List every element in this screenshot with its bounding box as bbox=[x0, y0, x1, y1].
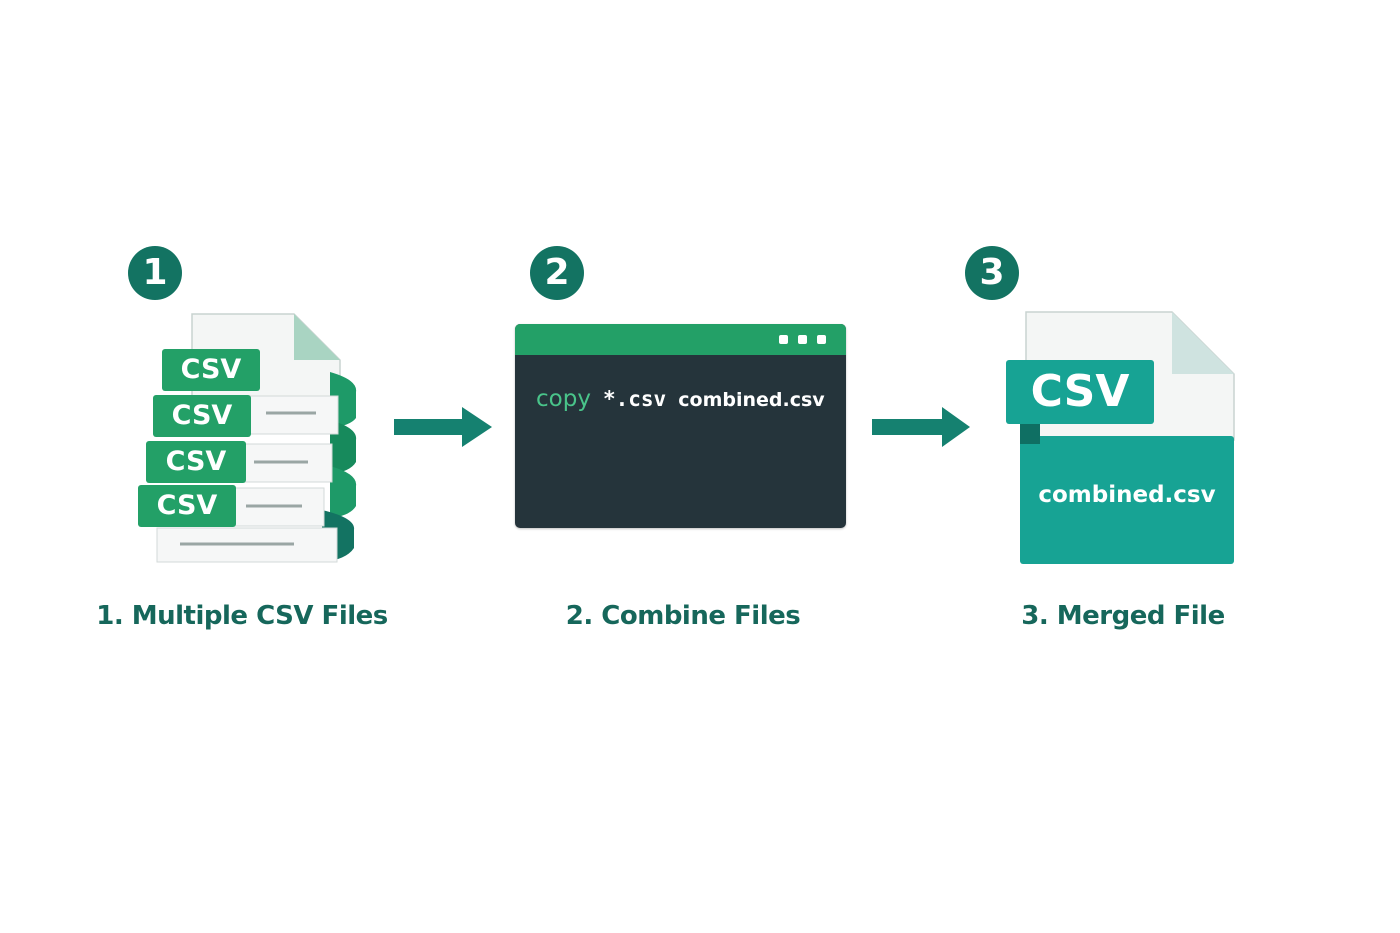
csv-tag-label: CSV bbox=[171, 400, 233, 431]
csv-file-icon bbox=[1006, 311, 1235, 564]
command-pattern: *.csv bbox=[602, 387, 667, 411]
window-dot-icon bbox=[798, 335, 807, 344]
command-output: combined.csv bbox=[678, 389, 825, 411]
merged-file-type-label: CSV bbox=[1030, 366, 1130, 417]
terminal-command: copy *.csv combined.csv bbox=[536, 386, 825, 412]
step-number-1: 1 bbox=[128, 246, 182, 300]
step-number-2: 2 bbox=[530, 246, 584, 300]
csv-tag-label: CSV bbox=[180, 354, 242, 385]
step-caption-1: 1. Multiple CSV Files bbox=[96, 601, 388, 631]
command-keyword: copy bbox=[536, 386, 591, 412]
step-caption-3: 3. Merged File bbox=[1021, 601, 1225, 631]
arrow-right-icon bbox=[394, 407, 492, 447]
terminal-title-bar bbox=[515, 324, 846, 355]
merged-file-name: combined.csv bbox=[1038, 482, 1216, 508]
file-stack-icon bbox=[138, 313, 357, 563]
terminal-window-icon: copy *.csv combined.csv bbox=[515, 324, 846, 528]
csv-tag-label: CSV bbox=[165, 446, 227, 477]
step-caption-2: 2. Combine Files bbox=[565, 601, 801, 631]
step-number-3: 3 bbox=[965, 246, 1019, 300]
csv-tag-label: CSV bbox=[156, 490, 218, 521]
window-dot-icon bbox=[817, 335, 826, 344]
window-dot-icon bbox=[779, 335, 788, 344]
arrow-right-icon bbox=[872, 407, 970, 447]
